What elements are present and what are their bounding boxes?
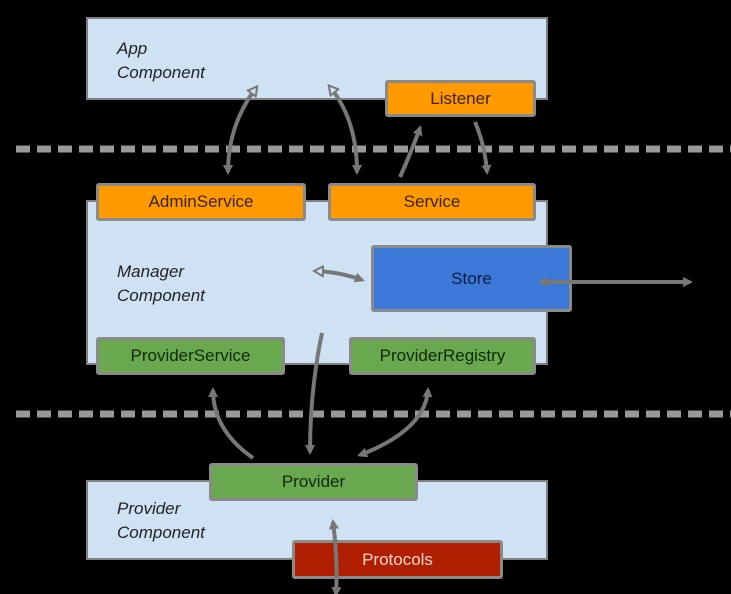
app-component-label: App Component <box>117 37 205 85</box>
arrow-manager-provider <box>305 332 324 455</box>
provider-component-label: Provider Component <box>117 497 205 545</box>
manager-label-line1: Manager <box>117 262 185 281</box>
manager-label-line2: Component <box>117 286 205 305</box>
arrow-provider-providerservice <box>208 387 255 460</box>
arrow-manager-store <box>316 271 362 280</box>
provider-service-box: ProviderService <box>96 337 285 375</box>
app-component-layer <box>86 17 548 100</box>
manager-component-label: Manager Component <box>117 260 205 308</box>
protocols-box: Protocols <box>292 540 503 579</box>
listener-box: Listener <box>385 80 536 117</box>
provider-label-line2: Component <box>117 523 205 542</box>
app-label-line1: App <box>117 39 148 58</box>
provider-registry-box: ProviderRegistry <box>349 337 536 375</box>
provider-box: Provider <box>209 463 418 501</box>
arrow-app-service <box>330 87 357 172</box>
arrow-service-listener <box>398 125 423 178</box>
service-box: Service <box>328 183 536 221</box>
arrow-listener-service <box>473 121 492 175</box>
arrow-protocols-provider <box>328 519 342 594</box>
provider-label-line1: Provider <box>117 499 181 518</box>
arrow-provider-providerregistry <box>357 387 433 458</box>
app-label-line2: Component <box>117 63 205 82</box>
arrow-app-adminservice <box>228 88 256 172</box>
admin-service-box: AdminService <box>96 183 306 221</box>
